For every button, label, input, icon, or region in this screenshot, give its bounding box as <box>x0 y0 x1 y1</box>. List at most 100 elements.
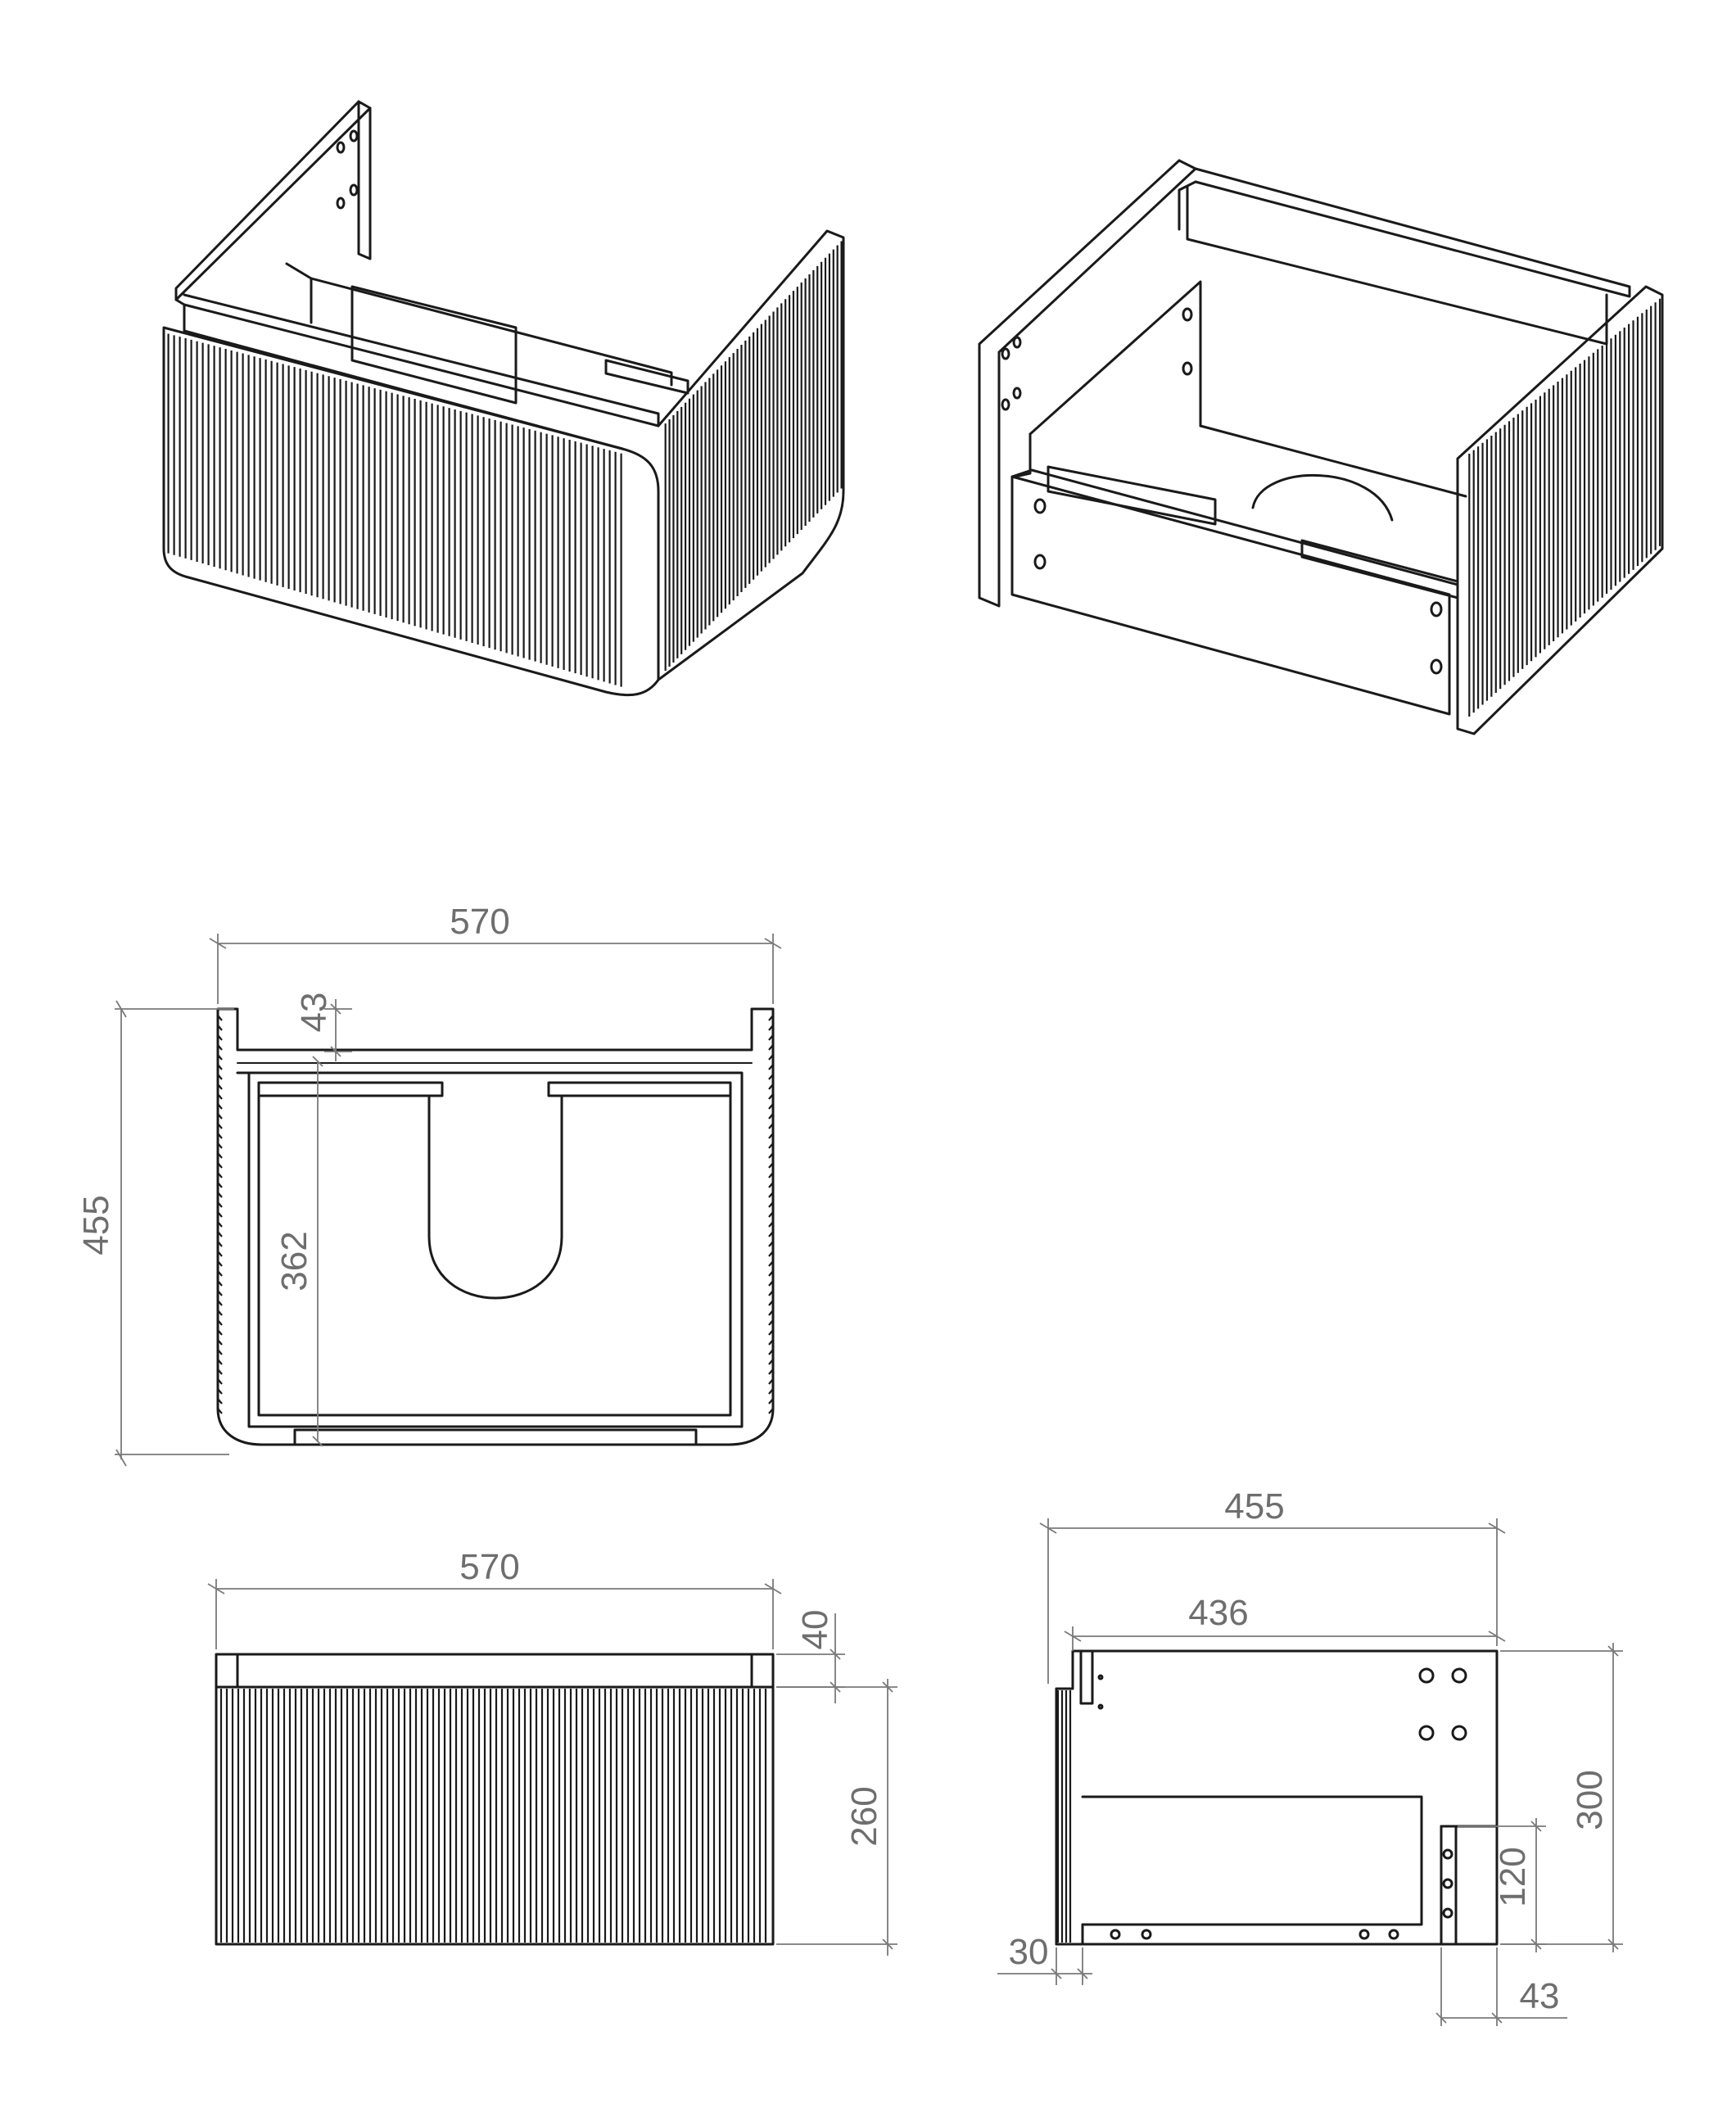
rear-side-flutes <box>1468 298 1661 717</box>
flute-wave <box>768 1034 774 1041</box>
flute-wave <box>768 1162 774 1169</box>
side-flutes <box>664 241 843 672</box>
flute-wave <box>217 1280 223 1287</box>
flute-wave <box>217 1378 223 1385</box>
flute-wave <box>768 1378 774 1385</box>
flute-wave <box>768 1329 774 1336</box>
flute-wave <box>768 1260 774 1267</box>
flute-wave <box>217 1044 223 1051</box>
front-width-label: 570 <box>459 1547 519 1587</box>
flute-wave <box>217 1231 223 1237</box>
flute-wave <box>217 1300 223 1306</box>
flute-wave <box>217 1103 223 1110</box>
flute-wave <box>768 1123 774 1129</box>
flute-wave <box>768 1359 774 1365</box>
flute-wave <box>217 1270 223 1277</box>
top-depth-label: 455 <box>76 1195 116 1255</box>
flute-wave <box>217 1172 223 1178</box>
top-width-label: 570 <box>450 902 509 942</box>
front-view-flutes <box>219 1689 767 1943</box>
back-rail-label: 43 <box>1520 1976 1560 2016</box>
flute-wave <box>217 1408 223 1414</box>
flute-wave <box>217 1162 223 1169</box>
top-view: 570 455 43 362 <box>76 902 782 1467</box>
flute-wave <box>768 1074 774 1080</box>
flute-wave <box>768 1319 774 1326</box>
flute-wave <box>768 1152 774 1159</box>
side-height-label: 300 <box>1570 1770 1610 1830</box>
flute-wave <box>768 1231 774 1237</box>
flute-wave <box>217 1152 223 1159</box>
flute-wave <box>217 1074 223 1080</box>
flute-wave <box>768 1064 774 1070</box>
flute-wave <box>217 1329 223 1336</box>
front-height-label: 260 <box>844 1786 884 1846</box>
flute-wave <box>768 1368 774 1375</box>
flute-wave <box>217 1398 223 1405</box>
top-view-right-flutes <box>768 1015 774 1414</box>
flute-wave <box>217 1064 223 1070</box>
flute-wave <box>217 1359 223 1365</box>
flute-wave <box>217 1182 223 1188</box>
flute-wave <box>768 1300 774 1306</box>
flute-wave <box>217 1093 223 1100</box>
flute-wave <box>217 1251 223 1257</box>
flute-wave <box>768 1221 774 1228</box>
flute-wave <box>768 1015 774 1021</box>
flute-wave <box>768 1211 774 1218</box>
flute-wave <box>217 1192 223 1198</box>
isometric-rear-view <box>978 159 1664 735</box>
flute-wave <box>217 1339 223 1346</box>
flute-wave <box>217 1290 223 1296</box>
rail-height-label: 120 <box>1493 1847 1533 1907</box>
flute-wave <box>768 1103 774 1110</box>
front-thickness-label: 30 <box>1009 1932 1049 1972</box>
flute-wave <box>768 1408 774 1414</box>
rear-panel-holes <box>1001 336 1022 411</box>
flute-wave <box>768 1241 774 1247</box>
flute-wave <box>217 1241 223 1247</box>
flute-wave <box>768 1142 774 1149</box>
flute-wave <box>217 1201 223 1208</box>
flute-wave <box>217 1388 223 1395</box>
flute-wave <box>768 1093 774 1100</box>
front-view: 570 40 260 <box>207 1547 897 1956</box>
flute-wave <box>768 1388 774 1395</box>
flute-wave <box>768 1083 774 1090</box>
front-flutes <box>167 333 622 687</box>
flute-wave <box>768 1133 774 1139</box>
side-view: 455 436 300 120 30 43 <box>997 1486 1623 2026</box>
inner-depth-side-label: 436 <box>1188 1593 1248 1633</box>
flute-wave <box>217 1368 223 1375</box>
flute-wave <box>768 1172 774 1178</box>
flute-wave <box>768 1310 774 1316</box>
flute-wave <box>217 1133 223 1139</box>
flute-wave <box>768 1270 774 1277</box>
flute-wave <box>768 1290 774 1296</box>
top-view-left-flutes <box>217 1015 223 1414</box>
flute-wave <box>217 1319 223 1326</box>
side-view-holes <box>1097 1667 1467 1940</box>
flute-wave <box>768 1054 774 1061</box>
flute-wave <box>217 1310 223 1316</box>
flute-wave <box>768 1025 774 1031</box>
side-depth-label: 455 <box>1224 1486 1284 1527</box>
flute-wave <box>217 1260 223 1267</box>
flute-wave <box>217 1349 223 1355</box>
flute-wave <box>217 1054 223 1061</box>
isometric-front-view <box>162 100 845 697</box>
flute-wave <box>768 1192 774 1198</box>
flute-wave <box>768 1349 774 1355</box>
flute-wave <box>768 1113 774 1120</box>
flute-wave <box>217 1083 223 1090</box>
flute-wave <box>217 1123 223 1129</box>
flute-wave <box>217 1015 223 1021</box>
flute-wave <box>768 1182 774 1188</box>
flute-wave <box>217 1113 223 1120</box>
side-view-flutes <box>1056 1690 1072 1943</box>
flute-wave <box>768 1044 774 1051</box>
flute-wave <box>768 1398 774 1405</box>
top-gap-label: 40 <box>795 1610 835 1650</box>
flute-wave <box>217 1025 223 1031</box>
